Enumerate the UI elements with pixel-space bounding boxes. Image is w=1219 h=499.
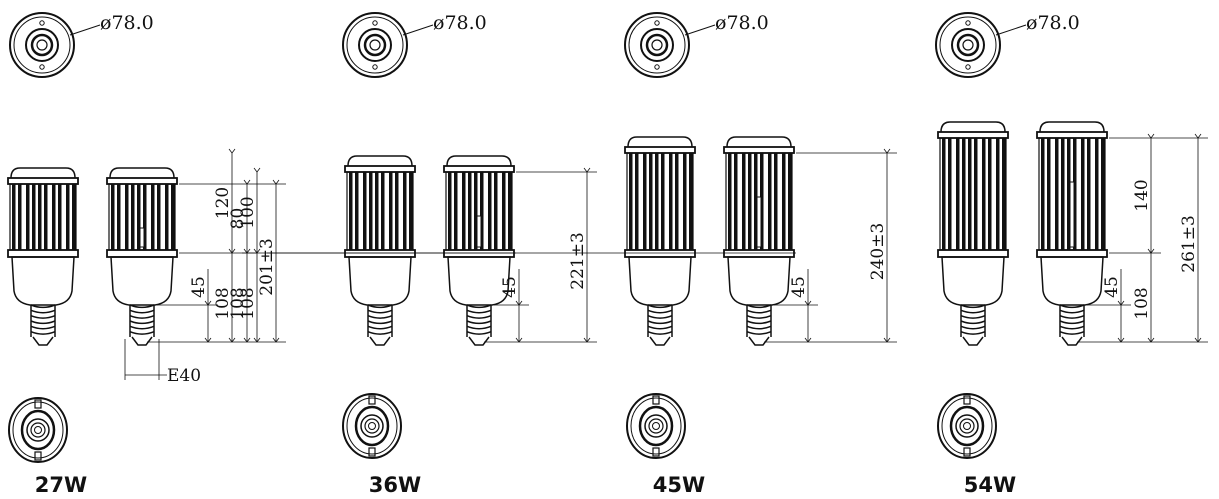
led-length-dimension: 100 xyxy=(238,196,258,228)
overall-height-dimension: 240±3 xyxy=(868,223,888,281)
lamp-model-45w: ø78.0 120 108 45 240±3 45W xyxy=(213,12,897,497)
dimension-lines xyxy=(253,167,597,343)
wattage-label: 36W xyxy=(369,473,421,497)
wattage-label: 27W xyxy=(35,473,87,497)
section-view xyxy=(106,167,178,346)
lamp-model-36w: ø78.0 100 108 45 221±3 36W xyxy=(238,12,597,497)
bottom-view-icon xyxy=(626,393,686,459)
section-view xyxy=(723,136,795,346)
overall-height-dimension: 201±3 xyxy=(257,238,277,296)
neck-height-dimension: 45 xyxy=(1102,276,1122,298)
thread-label: E40 xyxy=(167,366,201,386)
wattage-label: 45W xyxy=(653,473,705,497)
led-length-dimension: 120 xyxy=(213,187,233,219)
diameter-label: ø78.0 xyxy=(715,12,769,34)
diameter-label: ø78.0 xyxy=(433,12,487,34)
side-view xyxy=(7,167,79,346)
side-view xyxy=(937,121,1009,346)
side-view xyxy=(624,136,696,346)
section-view xyxy=(1036,121,1108,346)
wattage-label: 54W xyxy=(964,473,1016,497)
top-view-icon xyxy=(9,12,75,78)
side-view xyxy=(344,155,416,346)
overall-height-dimension: 221±3 xyxy=(568,232,588,290)
diameter-label: ø78.0 xyxy=(100,12,154,34)
lamp-model-54w: ø78.0 140 108 45 261±3 54W xyxy=(935,12,1208,497)
bottom-view-icon xyxy=(937,393,997,459)
bottom-view-icon xyxy=(8,397,68,463)
dimension-lines xyxy=(228,148,897,343)
led-length-dimension: 140 xyxy=(1132,179,1152,211)
top-view-icon xyxy=(342,12,408,78)
overall-height-dimension: 261±3 xyxy=(1179,215,1199,273)
neck-height-dimension: 45 xyxy=(789,276,809,298)
dimension-lines xyxy=(1077,133,1208,343)
led-length-dimension: 80 xyxy=(228,208,248,230)
thread-dimension xyxy=(124,339,167,380)
base-to-led-dimension: 108 xyxy=(1132,287,1152,319)
base-to-led-dimension: 108 xyxy=(213,287,233,319)
dimension-lines xyxy=(147,179,286,343)
section-view xyxy=(443,155,515,346)
base-to-led-dimension: 108 xyxy=(228,287,248,319)
neck-height-dimension: 45 xyxy=(500,276,520,298)
bottom-view-icon xyxy=(342,393,402,459)
base-to-led-dimension: 108 xyxy=(238,287,258,319)
top-view-icon xyxy=(935,12,1001,78)
neck-height-dimension: 45 xyxy=(189,276,209,298)
top-view-icon xyxy=(624,12,690,78)
diameter-label: ø78.0 xyxy=(1026,12,1080,34)
